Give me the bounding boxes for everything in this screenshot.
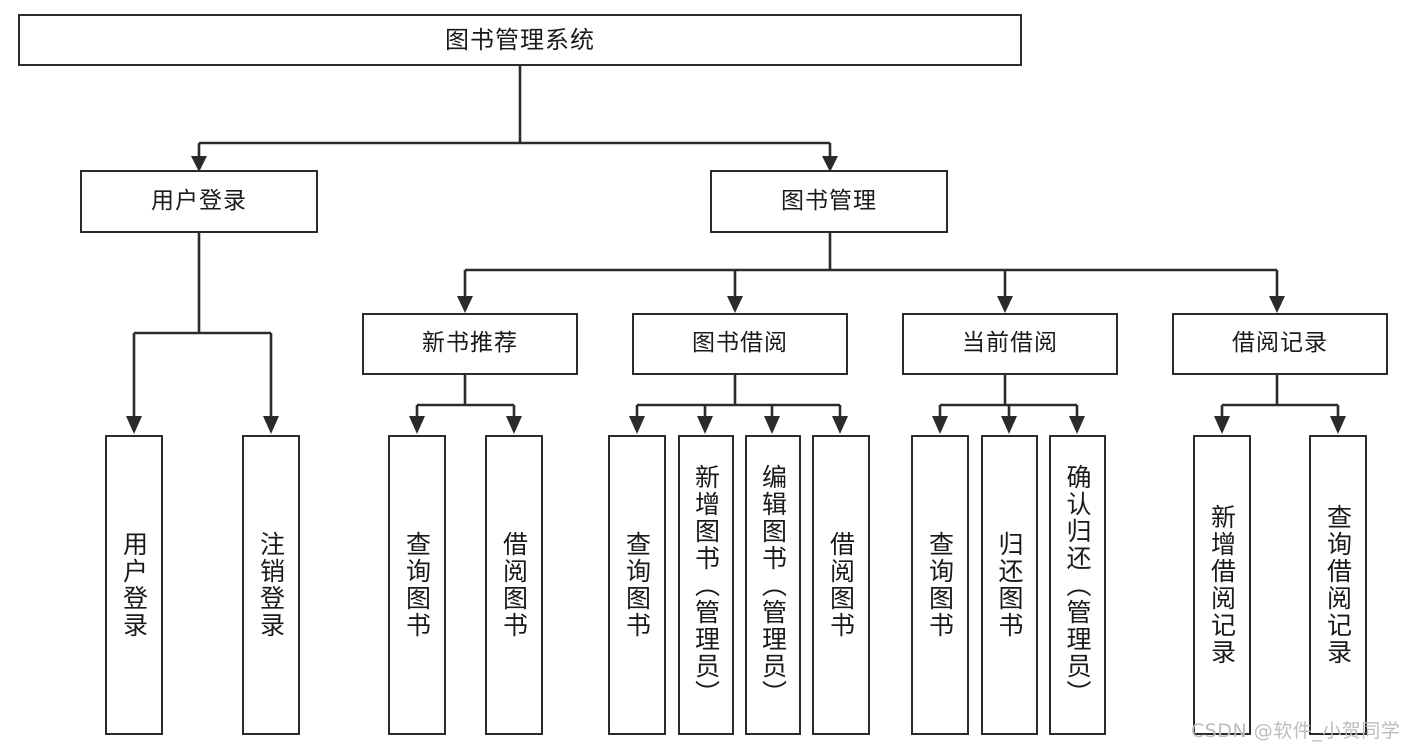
node-leaf-user-login-label: 用户登录 bbox=[119, 531, 149, 639]
node-leaf-query-record[interactable]: 查询借阅记录 bbox=[1309, 435, 1367, 735]
node-leaf-add-record-label: 新增借阅记录 bbox=[1207, 504, 1237, 666]
node-leaf-add-record[interactable]: 新增借阅记录 bbox=[1193, 435, 1251, 735]
node-leaf-edit-book-label: 编辑图书（管理员） bbox=[758, 463, 788, 707]
node-borrow-record[interactable]: 借阅记录 bbox=[1172, 313, 1388, 375]
node-leaf-query-book-1-label: 查询图书 bbox=[402, 531, 432, 639]
node-current-borrow-label: 当前借阅 bbox=[962, 330, 1058, 357]
node-leaf-query-book-3[interactable]: 查询图书 bbox=[911, 435, 969, 735]
node-leaf-query-book-1[interactable]: 查询图书 bbox=[388, 435, 446, 735]
node-leaf-return-book[interactable]: 归还图书 bbox=[981, 435, 1038, 735]
arrow-new-book bbox=[457, 296, 473, 313]
arrow-leaf-logout bbox=[263, 416, 279, 434]
arrow-cb-leaf1 bbox=[932, 416, 948, 434]
node-new-book-recommend[interactable]: 新书推荐 bbox=[362, 313, 578, 375]
arrow-borrow-record bbox=[1269, 296, 1285, 313]
arrow-bb-leaf1 bbox=[629, 416, 645, 434]
node-leaf-query-book-2-label: 查询图书 bbox=[622, 531, 652, 639]
node-book-borrow[interactable]: 图书借阅 bbox=[632, 313, 848, 375]
node-leaf-logout-login[interactable]: 注销登录 bbox=[242, 435, 300, 735]
csdn-watermark: CSDN @软件_小贺同学 bbox=[1191, 720, 1401, 742]
arrow-nb-leaf2 bbox=[506, 416, 522, 434]
node-leaf-add-book[interactable]: 新增图书（管理员） bbox=[678, 435, 734, 735]
node-user-login[interactable]: 用户登录 bbox=[80, 170, 318, 233]
node-leaf-user-login[interactable]: 用户登录 bbox=[105, 435, 163, 735]
arrow-br-leaf2 bbox=[1330, 416, 1346, 434]
node-leaf-borrow-book-1[interactable]: 借阅图书 bbox=[485, 435, 543, 735]
arrow-cb-leaf2 bbox=[1001, 416, 1017, 434]
node-leaf-return-book-label: 归还图书 bbox=[995, 531, 1024, 639]
node-leaf-add-book-label: 新增图书（管理员） bbox=[691, 463, 721, 707]
node-leaf-query-book-3-label: 查询图书 bbox=[925, 531, 955, 639]
node-leaf-borrow-book-2[interactable]: 借阅图书 bbox=[812, 435, 870, 735]
node-current-borrow[interactable]: 当前借阅 bbox=[902, 313, 1118, 375]
arrow-leaf-user-login bbox=[126, 416, 142, 434]
arrow-current-borrow bbox=[997, 296, 1013, 313]
node-leaf-logout-login-label: 注销登录 bbox=[256, 531, 286, 639]
arrow-bb-leaf3 bbox=[764, 416, 780, 434]
node-borrow-record-label: 借阅记录 bbox=[1232, 330, 1328, 357]
arrow-bb-leaf4 bbox=[832, 416, 848, 434]
node-leaf-borrow-book-2-label: 借阅图书 bbox=[826, 531, 856, 639]
node-leaf-borrow-book-1-label: 借阅图书 bbox=[499, 531, 529, 639]
node-leaf-confirm-return-label: 确认归还（管理员） bbox=[1063, 463, 1092, 707]
node-book-management[interactable]: 图书管理 bbox=[710, 170, 948, 233]
arrow-br-leaf1 bbox=[1214, 416, 1230, 434]
node-leaf-query-book-2[interactable]: 查询图书 bbox=[608, 435, 666, 735]
arrow-bb-leaf2 bbox=[697, 416, 713, 434]
node-new-book-recommend-label: 新书推荐 bbox=[422, 330, 518, 357]
node-user-login-label: 用户登录 bbox=[151, 187, 247, 214]
node-leaf-query-record-label: 查询借阅记录 bbox=[1323, 504, 1353, 666]
arrow-book-borrow bbox=[727, 296, 743, 313]
node-root-system[interactable]: 图书管理系统 bbox=[18, 14, 1022, 66]
arrow-nb-leaf1 bbox=[409, 416, 425, 434]
node-root-label: 图书管理系统 bbox=[445, 25, 595, 54]
arrow-cb-leaf3 bbox=[1069, 416, 1085, 434]
node-book-management-label: 图书管理 bbox=[781, 187, 877, 214]
node-leaf-confirm-return[interactable]: 确认归还（管理员） bbox=[1049, 435, 1106, 735]
node-leaf-edit-book[interactable]: 编辑图书（管理员） bbox=[745, 435, 801, 735]
node-book-borrow-label: 图书借阅 bbox=[692, 330, 788, 357]
